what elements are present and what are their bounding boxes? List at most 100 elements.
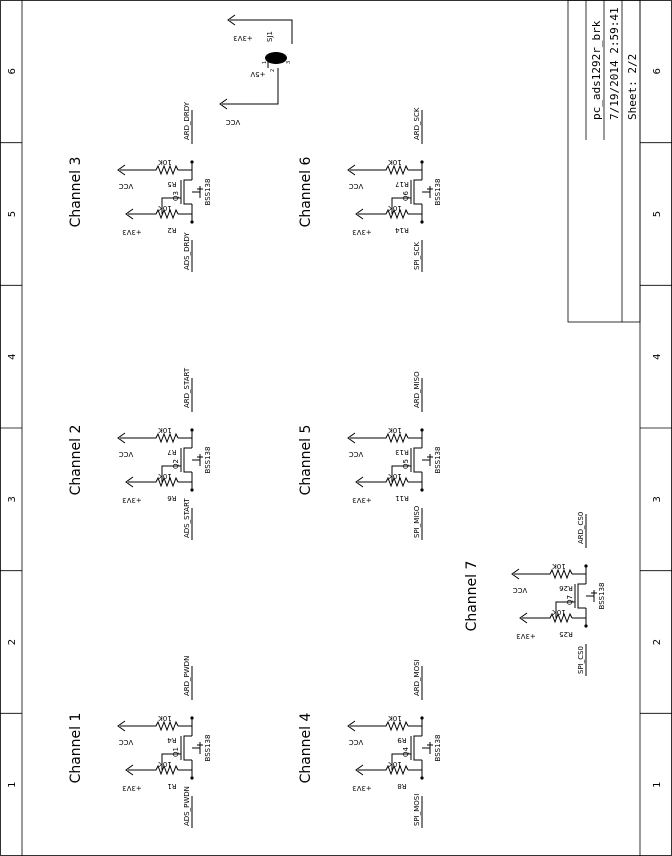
wire-3v3-sj1 (230, 19, 293, 44)
resistor-value-low: 10K (158, 204, 172, 212)
net-label-high: ARD_DRDY (183, 101, 191, 140)
resistor-value-low: 10K (388, 472, 402, 480)
pullup-high-wire (572, 566, 587, 575)
net-label-low: SPI_MISO (413, 505, 421, 538)
resistor-name-low: R11 (395, 494, 409, 502)
border-col-label-right: 1 (652, 781, 663, 787)
mosfet-gate-wire (391, 753, 411, 770)
mosfet-part: BSS138 (204, 447, 212, 474)
channel-title: Channel 4 (298, 712, 314, 783)
mosfet-part: BSS138 (434, 179, 442, 206)
resistor-value-low: 10K (158, 472, 172, 480)
power-label-5v: +5V (250, 70, 265, 78)
supply-label-low: +3V3 (122, 228, 142, 236)
border-col-label-right: 5 (652, 211, 663, 217)
net-label-low: ADS_START (183, 498, 191, 538)
junction-dot (190, 160, 194, 164)
resistor-low (372, 476, 409, 488)
junction-dot (420, 488, 424, 492)
resistor-value-high: 10K (388, 714, 402, 722)
mosfet-part: BSS138 (434, 735, 442, 762)
pullup-low-wire (408, 481, 423, 490)
mosfet-name: Q1 (172, 747, 180, 757)
sj1-pin-2: 2 (270, 69, 276, 72)
net-label-high: ARD_SCK (413, 107, 421, 140)
resistor-value-high: 10K (158, 158, 172, 166)
pullup-low-wire (178, 481, 193, 490)
pullup-low-wire (408, 769, 423, 778)
title-sheet: Sheet: 2/2 (626, 54, 639, 120)
resistor-name-low: R8 (397, 782, 406, 790)
wire-sj1-vcc (222, 68, 279, 105)
mosfet-part: BSS138 (598, 583, 606, 610)
resistor-high (142, 720, 179, 732)
power-arrow-low (355, 476, 364, 488)
mosfet-channel (413, 735, 422, 761)
mosfet-gate-wire (391, 465, 411, 482)
resistor-high (536, 568, 573, 580)
pullup-high-wire (408, 430, 423, 439)
resistor-name-low: R2 (167, 226, 176, 234)
supply-label-low: +3V3 (122, 496, 142, 504)
junction-dot (420, 428, 424, 432)
supply-label-high: VCC (119, 182, 134, 190)
channel-title: Channel 2 (68, 425, 84, 496)
pullup-low-wire (178, 213, 193, 222)
resistor-name-high: R17 (395, 180, 409, 188)
resistor-value-low: 10K (388, 204, 402, 212)
junction-dot (420, 716, 424, 720)
net-label-low: SPI_CS0 (577, 646, 585, 674)
resistor-low (372, 208, 409, 220)
resistor-high (372, 720, 409, 732)
power-arrow-3v3 (227, 14, 236, 26)
resistor-name-low: R6 (167, 494, 177, 502)
border-col-label-right: 3 (652, 496, 663, 502)
supply-label-high: VCC (119, 450, 134, 458)
border-col-label-left: 2 (7, 639, 18, 645)
junction-dot (420, 220, 424, 224)
power-arrow-high (117, 432, 126, 444)
pullup-high-wire (178, 430, 193, 439)
junction-dot (190, 776, 194, 780)
net-label-high: ARD_MISO (413, 371, 421, 408)
channel-title: Channel 6 (298, 156, 314, 227)
mosfet-channel (413, 179, 422, 205)
resistor-name-high: R13 (395, 448, 409, 456)
border-col-label-right: 4 (652, 353, 663, 359)
mosfet-gate-wire (161, 465, 181, 482)
resistor-low (142, 208, 179, 220)
resistor-low (372, 764, 409, 776)
border-col-label-left: 6 (7, 68, 18, 74)
mosfet-part: BSS138 (204, 179, 212, 206)
mosfet-name: Q5 (402, 459, 410, 469)
resistor-value-low: 10K (158, 760, 172, 768)
mosfet-name: Q4 (402, 746, 410, 757)
channel-title: Channel 5 (298, 425, 314, 496)
border-col-label-right: 6 (652, 68, 663, 74)
power-arrow-high (511, 568, 520, 580)
junction-dot (584, 624, 588, 628)
power-arrow-high (117, 164, 126, 176)
border-col-label-left: 5 (7, 211, 18, 217)
resistor-name-high: R5 (167, 180, 176, 188)
net-label-high: ARD_PWDN (183, 656, 191, 696)
pullup-high-wire (178, 162, 193, 171)
border-col-label-left: 4 (7, 353, 18, 359)
resistor-value-low: 10K (552, 608, 566, 616)
power-arrow-low (125, 764, 134, 776)
mosfet-name: Q6 (402, 190, 410, 201)
net-label-low: ADS_PWDN (183, 786, 191, 826)
pullup-high-wire (408, 718, 423, 727)
resistor-high (372, 164, 409, 176)
mosfet-name: Q3 (172, 191, 180, 201)
mosfet-channel (183, 179, 192, 205)
power-arrow-low (125, 208, 134, 220)
power-arrow-high (347, 164, 356, 176)
